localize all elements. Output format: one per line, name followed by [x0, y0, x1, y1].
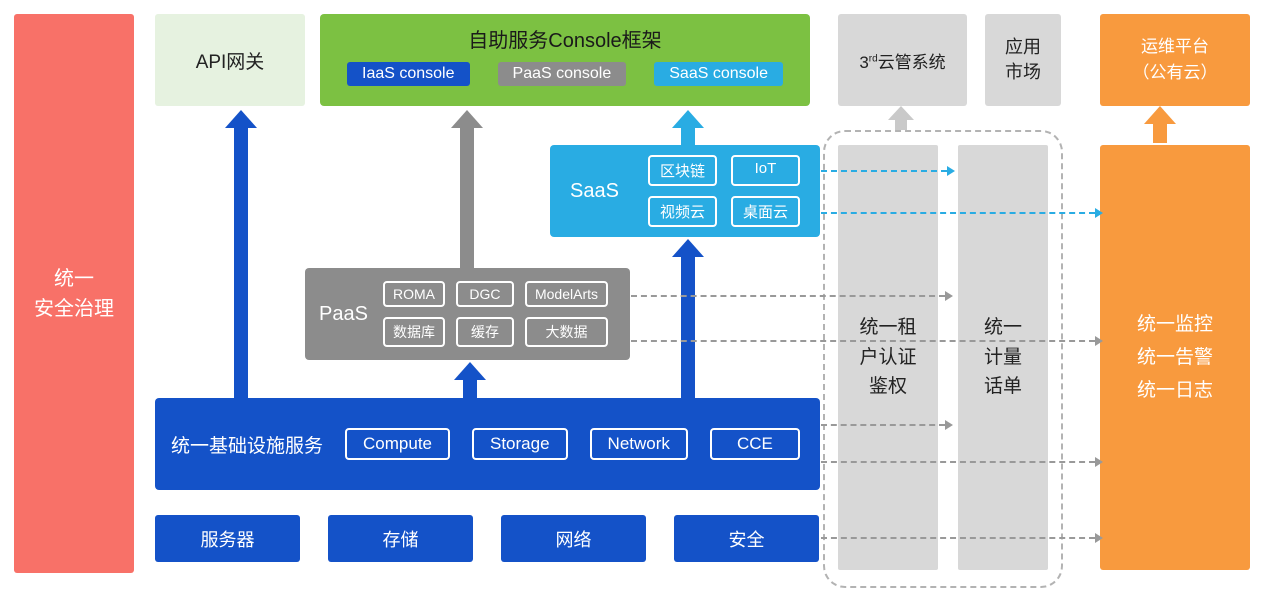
arrow-shaft — [1153, 122, 1167, 143]
dashed-arrowhead — [1095, 336, 1103, 346]
saas-layer-box: SaaS 区块链 IoT 视频云 桌面云 — [550, 145, 820, 237]
arrow-iaas-to-paas — [454, 362, 486, 398]
dashed-connector-saas-to-monitoring — [821, 208, 1103, 218]
arrow-head — [888, 106, 914, 120]
saas-console-chip: SaaS console — [654, 62, 783, 86]
arrow-shaft — [681, 126, 695, 145]
paas-service-roma: ROMA — [382, 281, 445, 307]
saas-service-blockchain: 区块链 — [647, 155, 717, 186]
iaas-service-compute: Compute — [345, 428, 450, 460]
hardware-row: 服务器 存储 网络 安全 — [155, 515, 819, 562]
arrow-shaft — [463, 378, 477, 398]
app-market-label: 应用 市场 — [1005, 36, 1041, 82]
hardware-security-box: 安全 — [674, 515, 819, 562]
iaas-layer-label: 统一基础设施服务 — [171, 435, 324, 457]
saas-service-desktop-cloud: 桌面云 — [730, 196, 800, 227]
arrow-shaft — [895, 118, 907, 130]
arrow-iaas-to-api-gateway — [225, 110, 257, 398]
dashed-connector-hardware-to-monitoring — [821, 533, 1103, 543]
dashed-connector-paas-to-auth — [631, 291, 953, 301]
paas-service-cache: 缓存 — [455, 317, 514, 347]
arrow-shaft — [681, 255, 695, 398]
console-framework-title: 自助服务Console框架 — [468, 30, 662, 52]
shared-services-dashed-frame — [823, 130, 1063, 588]
arrow-shared-to-third-party — [888, 106, 914, 130]
tenant-auth-bar: 统一租 户认证 鉴权 — [838, 145, 938, 570]
metering-label: 统一 计量 话单 — [983, 317, 1022, 398]
iaas-services: Compute Storage Network CCE — [345, 428, 800, 460]
dashed-arrowhead — [947, 166, 955, 176]
arrow-saas-to-console — [672, 110, 704, 145]
paas-services: ROMA DGC ModelArts 数据库 缓存 大数据 — [382, 281, 608, 347]
saas-layer-label: SaaS — [570, 179, 619, 202]
paas-service-modelarts: ModelArts — [524, 281, 608, 307]
arrow-shaft — [234, 126, 248, 398]
dashed-arrowhead — [945, 420, 953, 430]
console-framework-box: 自助服务Console框架 IaaS console PaaS console … — [320, 14, 810, 106]
security-governance-bar: 统一 安全治理 — [14, 14, 134, 573]
arrow-paas-to-console — [451, 110, 483, 268]
arrow-head — [225, 110, 257, 128]
saas-service-video-cloud: 视频云 — [647, 196, 717, 227]
hardware-server-box: 服务器 — [155, 515, 300, 562]
arrow-shaft — [460, 126, 474, 268]
monitoring-bar: 统一监控 统一告警 统一日志 — [1100, 145, 1250, 570]
paas-service-database: 数据库 — [382, 317, 445, 347]
security-governance-label: 统一 安全治理 — [34, 267, 114, 320]
arrow-head — [1144, 106, 1176, 124]
arrow-head — [451, 110, 483, 128]
iaas-console-chip: IaaS console — [347, 62, 470, 86]
dashed-arrowhead — [1095, 457, 1103, 467]
paas-service-bigdata: 大数据 — [524, 317, 608, 347]
om-platform-box: 运维平台 （公有云） — [1100, 14, 1250, 106]
api-gateway-box: API网关 — [155, 14, 305, 106]
iaas-service-storage: Storage — [472, 428, 568, 460]
dashed-connector-iaas-to-auth — [821, 420, 953, 430]
third-party-suffix: 云管系统 — [877, 52, 946, 72]
iaas-service-cce: CCE — [709, 428, 800, 460]
om-platform-label: 运维平台 （公有云） — [1132, 36, 1218, 82]
api-gateway-label: API网关 — [195, 51, 265, 73]
third-party-prefix: 3 — [859, 52, 869, 72]
metering-bar: 统一 计量 话单 — [958, 145, 1048, 570]
app-market-box: 应用 市场 — [985, 14, 1061, 106]
dashed-arrowhead — [945, 291, 953, 301]
console-chips: IaaS console PaaS console SaaS console — [347, 62, 783, 86]
saas-service-iot: IoT — [730, 155, 800, 186]
paas-service-dgc: DGC — [455, 281, 514, 307]
third-party-cloud-label: 3rd云管系统 — [859, 48, 945, 73]
hardware-network-box: 网络 — [501, 515, 646, 562]
arrow-head — [672, 239, 704, 257]
dashed-connector-iaas-to-monitoring — [821, 457, 1103, 467]
iaas-layer-box: 统一基础设施服务 Compute Storage Network CCE — [155, 398, 820, 490]
tenant-auth-label: 统一租 户认证 鉴权 — [859, 317, 917, 398]
third-party-superscript: rd — [868, 52, 878, 64]
dashed-arrowhead — [1095, 533, 1103, 543]
paas-layer-label: PaaS — [319, 302, 368, 325]
saas-services: 区块链 IoT 视频云 桌面云 — [647, 155, 800, 227]
dashed-arrowhead — [1095, 208, 1103, 218]
iaas-service-network: Network — [589, 428, 688, 460]
arrow-monitoring-to-om-platform — [1144, 106, 1176, 143]
monitoring-label: 统一监控 统一告警 统一日志 — [1136, 313, 1213, 402]
dashed-connector-saas-to-auth — [821, 166, 955, 176]
hardware-storage-box: 存储 — [328, 515, 473, 562]
arrow-head — [454, 362, 486, 380]
arrow-head — [672, 110, 704, 128]
arrow-iaas-to-saas — [672, 239, 704, 398]
third-party-cloud-box: 3rd云管系统 — [838, 14, 967, 106]
dashed-connector-paas-to-monitoring — [631, 336, 1103, 346]
paas-layer-box: PaaS ROMA DGC ModelArts 数据库 缓存 大数据 — [305, 268, 630, 360]
paas-console-chip: PaaS console — [497, 62, 627, 86]
